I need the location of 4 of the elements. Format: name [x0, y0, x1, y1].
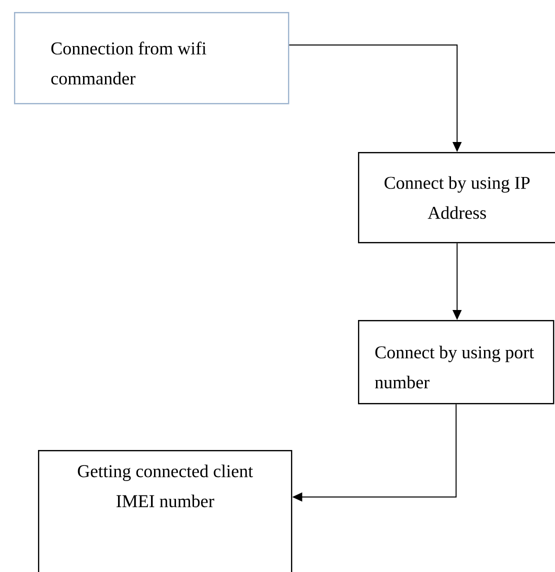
process-box: Connection from wifi commander	[14, 12, 290, 104]
process-box: Getting connected client IMEI number	[38, 450, 292, 572]
process-box: Connect by using port number	[358, 320, 554, 404]
process-box: Connect by using IP Address	[358, 152, 555, 244]
